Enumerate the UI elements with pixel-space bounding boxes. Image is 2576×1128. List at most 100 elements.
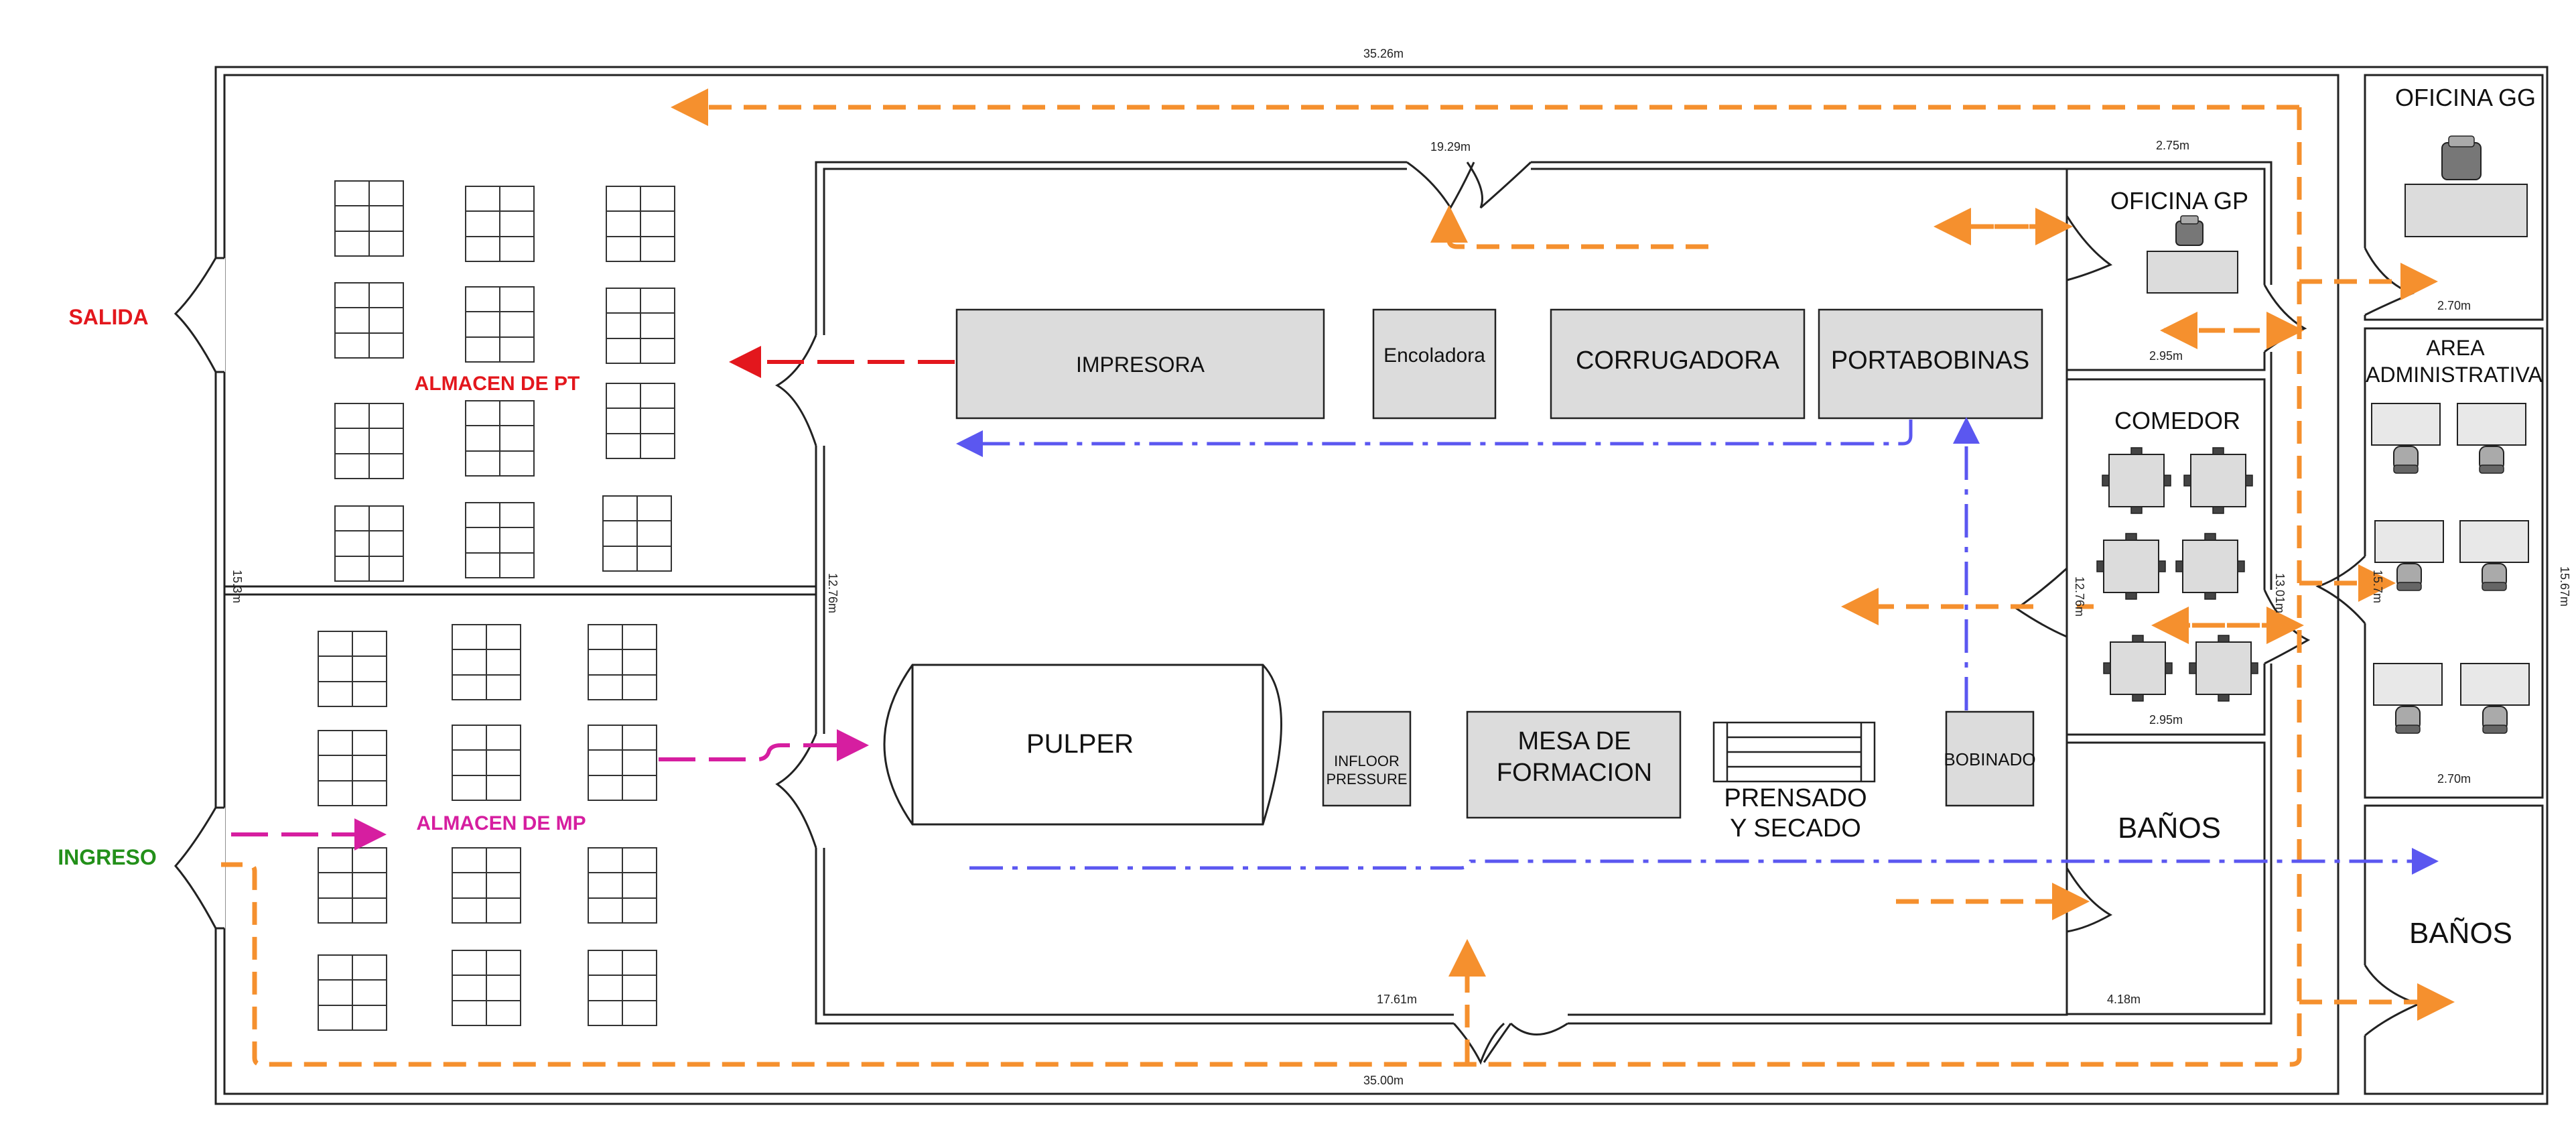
mesa-label-1: MESA DE	[1518, 727, 1631, 755]
mesa-label-2: FORMACION	[1497, 759, 1652, 787]
rack	[334, 505, 404, 582]
dim-right-height: 13.01m	[2273, 573, 2287, 613]
dim-top-total: 35.26m	[1363, 47, 1404, 60]
room-labels: OFICINA GP COMEDOR BAÑOS OFICINA GG AREA…	[2110, 84, 2543, 950]
dim-plant-bottom: 17.61m	[1377, 993, 1417, 1006]
office-gg-desk	[2404, 135, 2528, 237]
infloor-label-1: INFLOOR	[1334, 753, 1400, 769]
salida-door	[174, 257, 224, 373]
admin-desk	[2374, 520, 2444, 591]
comedor-table	[2096, 533, 2166, 600]
admin-desk	[2373, 663, 2443, 734]
rack	[588, 624, 657, 700]
dim-left-wall: 15.3m	[230, 570, 244, 603]
mesa-machine	[1466, 710, 1682, 819]
impresora-machine	[955, 308, 1325, 420]
dim-admin-width: 2.70m	[2437, 772, 2471, 786]
rack	[588, 950, 657, 1026]
comedor-label: COMEDOR	[2114, 407, 2240, 434]
admin-desk	[2459, 520, 2529, 591]
rack	[465, 186, 535, 262]
bobinado-label: BOBINADO	[1944, 749, 2035, 769]
portabobinas-label: PORTABOBINAS	[1831, 347, 2029, 375]
comedor-table	[2183, 447, 2253, 514]
ingreso-label: INGRESO	[58, 845, 157, 869]
rack	[318, 730, 387, 806]
rack	[606, 288, 675, 364]
plant-doors	[774, 161, 2113, 1065]
portabobinas-machine	[1818, 308, 2043, 420]
prensado-label-2: Y SECADO	[1730, 814, 1861, 842]
almacen-pt-label: ALMACEN DE PT	[415, 373, 580, 395]
machine-labels: IMPRESORA Encoladora CORRUGADORA PORTABO…	[1026, 344, 2036, 842]
comedor-table	[2103, 635, 2173, 702]
bobinado-machine	[1945, 710, 2035, 807]
rack	[334, 403, 404, 479]
entry-labels: SALIDA INGRESO ALMACEN DE PT ALMACEN DE …	[58, 305, 586, 869]
office-gp-desk	[2147, 215, 2238, 294]
gp-rooms	[2065, 168, 2266, 1015]
admin-desk	[2457, 403, 2526, 474]
comedor-table	[2189, 635, 2258, 702]
rack	[452, 950, 521, 1026]
rack	[602, 495, 672, 572]
plant-door-gaps	[814, 160, 2077, 1025]
rack	[465, 502, 535, 578]
corrugadora-machine	[1550, 308, 1806, 420]
area-adm-label-2: ADMINISTRATIVA	[2366, 363, 2543, 387]
pulper-tank	[883, 664, 1282, 826]
dim-bottom-total: 35.00m	[1363, 1074, 1404, 1087]
prensado-machine	[1712, 721, 1876, 783]
dim-far-right: 15.67m	[2558, 566, 2571, 607]
dim-admin-height: 15.7m	[2371, 570, 2384, 603]
dim-office-gp-depth: 2.95m	[2149, 349, 2183, 363]
impresora-label: IMPRESORA	[1076, 353, 1205, 377]
blue-flow	[956, 417, 2439, 875]
rack	[606, 186, 675, 262]
rack	[318, 954, 387, 1031]
area-adm-label-1: AREA	[2426, 336, 2485, 360]
infloor-label-2: PRESSURE	[1326, 771, 1407, 788]
infloor-machine	[1322, 710, 1412, 807]
dim-inner-wall: 12.76m	[826, 573, 839, 613]
magenta-flow	[231, 729, 869, 851]
dim-comedor-width: 2.95m	[2149, 713, 2183, 727]
salida-label: SALIDA	[68, 305, 148, 329]
storage-racks	[318, 180, 675, 1031]
rack	[465, 400, 535, 477]
ingreso-door	[174, 806, 224, 930]
dimension-labels: 35.26m 35.00m 19.29m 17.61m 2.75m 2.95m …	[230, 47, 2571, 1087]
corrugadora-label: CORRUGADORA	[1576, 347, 1780, 375]
almacen-mp-label: ALMACEN DE MP	[416, 812, 586, 834]
pulper-label: PULPER	[1026, 729, 1134, 759]
plant-walls	[815, 161, 2273, 1025]
admin-desks	[2371, 403, 2530, 734]
rack	[334, 180, 404, 257]
dim-plant-top: 19.29m	[1430, 140, 1471, 153]
dim-office-gg-width: 2.70m	[2437, 299, 2471, 312]
encoladora-label: Encoladora	[1383, 344, 1485, 367]
rack	[318, 631, 387, 707]
rack	[452, 624, 521, 700]
comedor-tables	[2096, 447, 2258, 702]
comedor-table	[2102, 447, 2171, 514]
dim-baths-width: 4.18m	[2107, 993, 2141, 1006]
rack	[588, 725, 657, 801]
machines	[955, 308, 2043, 819]
admin-desk	[2371, 403, 2441, 474]
rack	[452, 725, 521, 801]
rack	[334, 282, 404, 359]
oficina-gp-label: OFICINA GP	[2110, 187, 2248, 214]
banos-label: BAÑOS	[2118, 811, 2221, 844]
admin-desk	[2460, 663, 2530, 734]
comedor-table	[2175, 533, 2245, 600]
orange-flow	[221, 88, 2455, 1067]
rack	[465, 286, 535, 363]
rack	[588, 847, 657, 924]
banos-2-label: BAÑOS	[2409, 916, 2512, 950]
dim-comedor-height: 12.76m	[2073, 576, 2086, 617]
prensado-label-1: PRENSADO	[1724, 784, 1867, 812]
dim-office-gp-width: 2.75m	[2156, 139, 2189, 152]
rack	[318, 847, 387, 924]
